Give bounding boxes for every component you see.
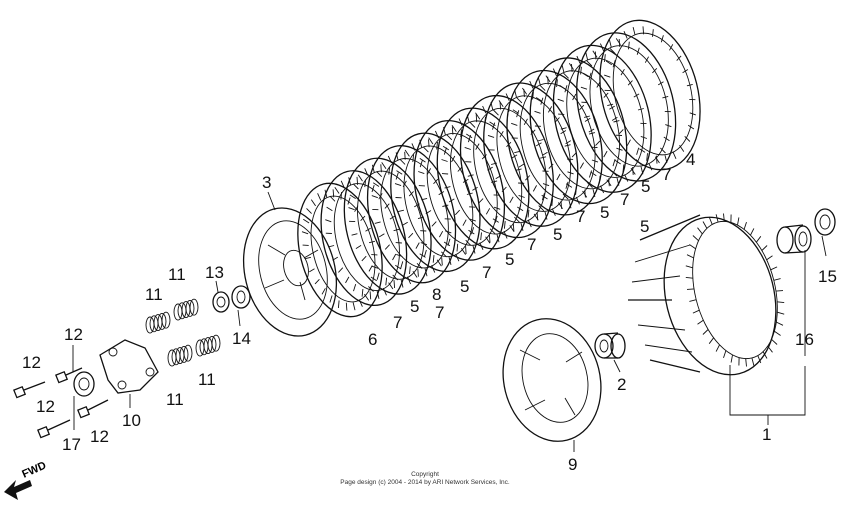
callout-number: 5 — [460, 277, 469, 296]
callout-number: 13 — [205, 263, 224, 282]
callout-number: 11 — [198, 370, 216, 389]
callout-number: 7 — [435, 303, 444, 322]
callout-number: 5 — [505, 250, 514, 269]
clutch-plate — [459, 94, 554, 239]
copyright-line-1: Copyright — [411, 471, 439, 478]
lifter-plate — [99, 339, 159, 394]
callout-number: 12 — [64, 325, 83, 344]
callout-number: 5 — [641, 177, 650, 196]
clutch-spring — [167, 344, 193, 367]
callout-labels: 1 2 3 4 5 5 5 5 5 5 5 6 7 7 7 7 7 7 7 8 … — [22, 150, 837, 474]
clutch-spring — [173, 298, 199, 321]
callout-number: 15 — [818, 267, 837, 286]
lifter-bearing — [73, 371, 95, 397]
bolts — [13, 367, 109, 439]
fwd-arrow: FWD — [4, 460, 48, 500]
clutch-plate — [366, 145, 457, 284]
clutch-springs — [145, 298, 221, 367]
callout-number: 4 — [686, 150, 695, 169]
callout-number: 6 — [368, 330, 377, 349]
washer — [231, 285, 251, 309]
bolt — [13, 381, 46, 399]
copyright-line-2: Page design (c) 2004 - 2014 by ARI Netwo… — [340, 479, 510, 486]
clutch-plate-stack — [297, 19, 701, 318]
callout-number: 7 — [576, 207, 585, 226]
clutch-plate — [599, 19, 701, 171]
callout-number: 8 — [432, 285, 441, 304]
copyright-notice: Copyright Page design (c) 2004 - 2014 by… — [340, 471, 510, 486]
friction-disc — [343, 157, 432, 295]
callout-number: 11 — [166, 390, 184, 409]
fwd-label: FWD — [20, 460, 48, 481]
bolt — [55, 367, 83, 384]
clutch-outer-housing — [628, 213, 785, 376]
collar — [594, 332, 626, 359]
friction-disc — [390, 132, 481, 273]
callout-number: 7 — [620, 190, 629, 209]
callout-number: 11 — [168, 265, 186, 284]
clutch-plate — [320, 170, 408, 307]
callout-number: 7 — [393, 313, 402, 332]
callout-number: 7 — [482, 263, 491, 282]
bolt — [77, 399, 109, 419]
callout-number: 10 — [122, 411, 141, 430]
bolt — [37, 419, 71, 439]
friction-disc — [529, 57, 628, 205]
callout-number: 17 — [62, 435, 81, 454]
callout-number: 3 — [262, 173, 271, 192]
callout-number: 14 — [232, 329, 251, 348]
callout-number: 5 — [553, 225, 562, 244]
callout-number: 12 — [22, 353, 41, 372]
clutch-spring — [195, 334, 221, 357]
callout-number: 5 — [410, 297, 419, 316]
friction-disc — [436, 107, 530, 250]
callout-number: 7 — [527, 235, 536, 254]
leader-lines — [72, 191, 827, 452]
callout-number: 1 — [762, 425, 771, 444]
pressure-plate — [242, 207, 338, 337]
thrust-washer — [814, 208, 836, 236]
callout-number: 7 — [662, 165, 671, 184]
callout-number: 11 — [145, 285, 163, 304]
needle-bearing — [776, 224, 812, 254]
callout-number: 5 — [600, 203, 609, 222]
release-bearing — [212, 291, 230, 313]
friction-disc — [297, 182, 383, 318]
callout-number: 16 — [795, 330, 814, 349]
callout-number: 2 — [617, 375, 626, 394]
clutch-spring — [145, 311, 171, 334]
callout-number: 12 — [36, 397, 55, 416]
clutch-center-hub — [502, 318, 602, 442]
callout-number: 5 — [640, 217, 649, 236]
callout-number: 9 — [568, 455, 577, 474]
callout-number: 12 — [90, 427, 109, 446]
